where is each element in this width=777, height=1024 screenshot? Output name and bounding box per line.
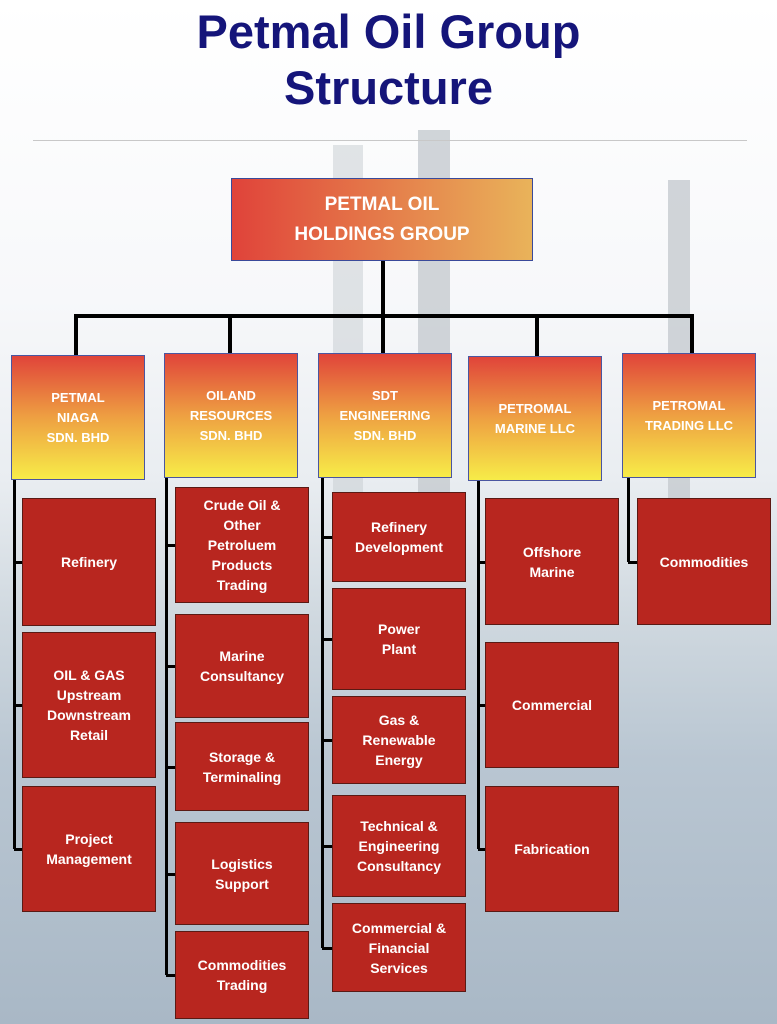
connector (478, 560, 485, 564)
business-unit-box: Project Management (22, 786, 156, 912)
business-unit-box: Fabrication (485, 786, 619, 912)
connector (322, 536, 332, 539)
holding-company-box: PETMAL OIL HOLDINGS GROUP (231, 178, 533, 261)
connector (535, 316, 539, 356)
connector (322, 638, 332, 641)
connector (74, 316, 78, 355)
business-unit-box: Commercial (485, 642, 619, 768)
connector (166, 665, 175, 668)
connector (166, 765, 175, 769)
page-title-line1: Petmal Oil Group (196, 5, 581, 58)
business-unit-box: Marine Consultancy (175, 614, 309, 718)
connector (14, 561, 22, 564)
connector (381, 261, 385, 317)
connector (627, 473, 630, 562)
connector (166, 974, 175, 977)
connector (14, 848, 22, 851)
business-unit-box: Crude Oil & Other Petroluem Products Tra… (175, 487, 309, 603)
connector (690, 316, 694, 353)
company-box: SDT ENGINEERING SDN. BHD (318, 353, 452, 478)
connector (322, 739, 332, 742)
business-unit-box: Logistics Support (175, 822, 309, 925)
business-unit-box: Power Plant (332, 588, 466, 690)
business-unit-box: Gas & Renewable Energy (332, 696, 466, 784)
page-title-line2: Structure (284, 61, 493, 114)
connector (321, 473, 324, 948)
connector (228, 316, 232, 353)
business-unit-box: OIL & GAS Upstream Downstream Retail (22, 632, 156, 778)
business-unit-box: Technical & Engineering Consultancy (332, 795, 466, 897)
business-unit-box: Offshore Marine (485, 498, 619, 625)
connector (628, 560, 637, 564)
divider (33, 140, 747, 141)
connector (166, 872, 175, 876)
business-unit-box: Refinery Development (332, 492, 466, 582)
connector (166, 544, 175, 547)
connector (477, 476, 480, 849)
business-unit-box: Commodities Trading (175, 931, 309, 1019)
connector (478, 848, 485, 851)
company-box: PETROMAL TRADING LLC (622, 353, 756, 478)
connector (14, 704, 22, 707)
business-unit-box: Storage & Terminaling (175, 722, 309, 811)
company-box: OILAND RESOURCES SDN. BHD (164, 353, 298, 478)
connector (322, 845, 332, 848)
business-unit-box: Commodities (637, 498, 771, 625)
connector (322, 946, 332, 950)
company-box: PETROMAL MARINE LLC (468, 356, 602, 481)
business-unit-box: Commercial & Financial Services (332, 903, 466, 992)
connector (381, 316, 385, 353)
company-box: PETMAL NIAGA SDN. BHD (11, 355, 145, 480)
connector (478, 704, 485, 707)
connector (165, 473, 168, 975)
business-unit-box: Refinery (22, 498, 156, 626)
connector (13, 475, 16, 849)
